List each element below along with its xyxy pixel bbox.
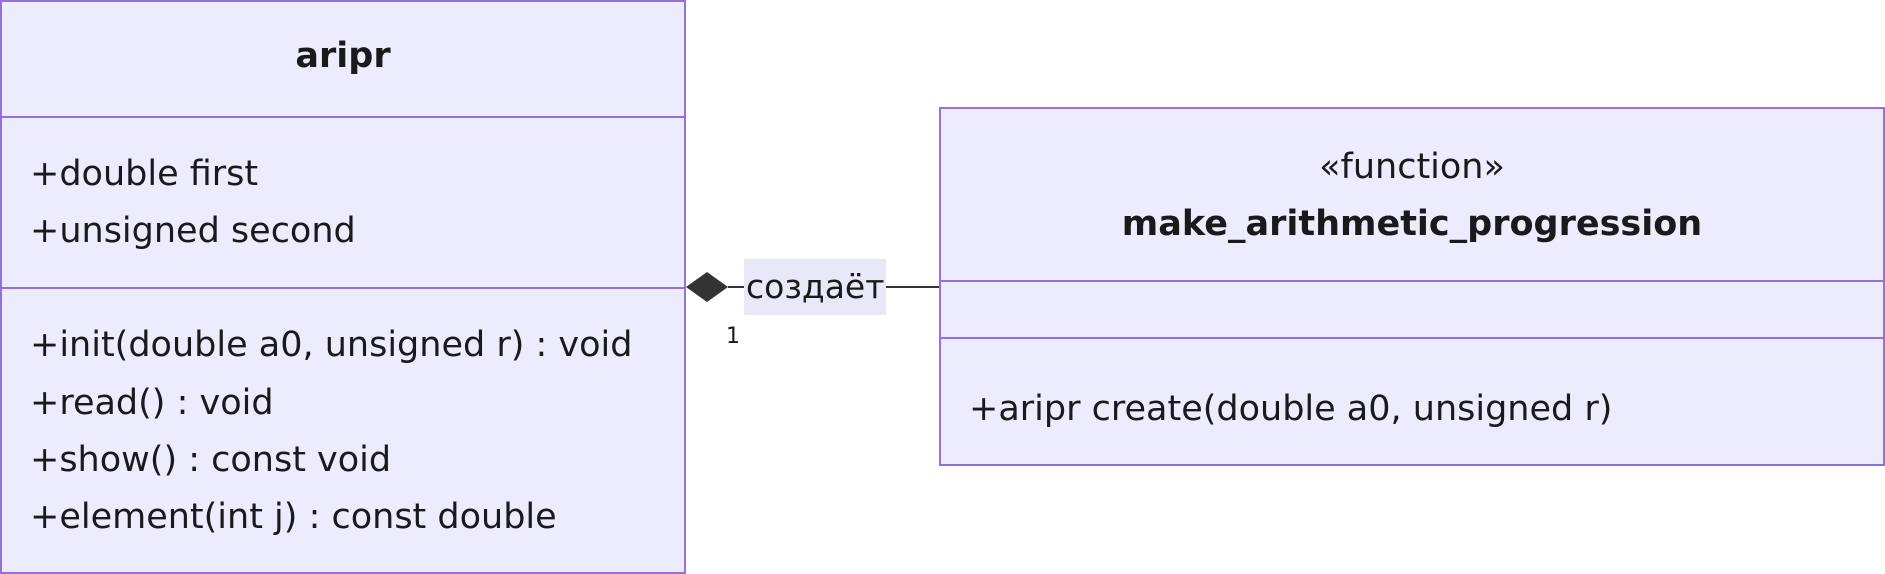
class-make-arithmetic-progression[interactable]: «function» make_arithmetic_progression +… [939, 107, 1885, 466]
relation-multiplicity: 1 [726, 324, 740, 349]
composition-diamond [686, 272, 728, 302]
class-stereotype: «function» [1319, 147, 1505, 187]
class-aripr-method: +show() : const void [30, 440, 392, 480]
class-make-arithmetic-progression-name: make_arithmetic_progression [1121, 204, 1703, 244]
class-factory-name-divider [941, 280, 1883, 282]
class-aripr-name: aripr [295, 36, 391, 76]
class-factory-attributes-divider [941, 337, 1883, 339]
class-aripr-method: +init(double a0, unsigned r) : void [30, 325, 633, 365]
class-aripr-method: +element(int j) : const double [30, 497, 557, 537]
class-aripr-attributes-divider [2, 287, 684, 289]
class-aripr[interactable]: aripr +double first +unsigned second +in… [0, 0, 686, 574]
class-aripr-method: +read() : void [30, 383, 274, 423]
class-aripr-name-divider [2, 116, 684, 118]
relation-label: создаёт [744, 259, 887, 315]
class-factory-method: +aripr create(double a0, unsigned r) [969, 389, 1613, 429]
class-aripr-attribute: +double first [30, 154, 259, 194]
class-aripr-attribute: +unsigned second [30, 211, 356, 251]
